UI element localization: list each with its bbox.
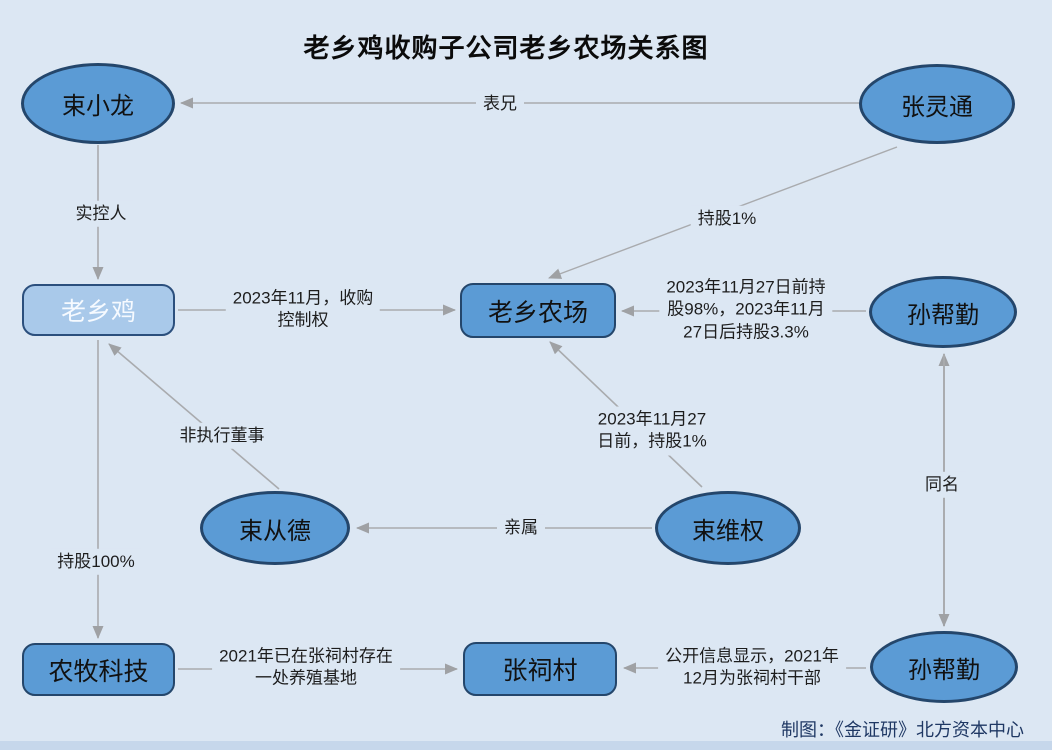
edge-label-public-info: 公开信息显示，2021年 12月为张祠村干部 (658, 643, 846, 693)
edge-label-acquire: 2023年11月，收购 控制权 (225, 285, 381, 335)
node-shu-xiaolong: 束小龙 (21, 63, 175, 144)
edge-label-qinshu: 亲属 (497, 514, 545, 542)
edge-label-sun-holding: 2023年11月27日前持 股98%，2023年11月 27日后持股3.3% (659, 274, 833, 346)
edge-label-chigu-100pct: 持股100% (50, 548, 142, 576)
node-shu-weiquan: 束维权 (655, 491, 801, 565)
node-zhangcicun: 张祠村 (463, 642, 617, 696)
node-laoxiangji: 老乡鸡 (22, 284, 175, 336)
edge-label-chigu-1pct: 持股1% (690, 205, 764, 233)
node-sun-bangqin-top: 孙帮勤 (869, 276, 1017, 348)
node-zhang-lingtong: 张灵通 (859, 64, 1015, 144)
diagram-title: 老乡鸡收购子公司老乡农场关系图 (303, 33, 709, 63)
node-shu-congde: 束从德 (200, 491, 350, 565)
bottom-band (0, 741, 1052, 750)
node-nongmu-keji: 农牧科技 (22, 643, 175, 696)
edge-label-tongming: 同名 (918, 471, 966, 499)
edge-label-fei-zhixing-dongshi: 非执行董事 (172, 422, 272, 450)
edge-label-breeding-base: 2021年已在张祠村存在 一处养殖基地 (212, 643, 400, 693)
node-sun-bangqin-bottom: 孙帮勤 (870, 631, 1018, 703)
edge-fei-zhixing-dongshi-line (108, 343, 280, 490)
edge-label-weiquan-holding: 2023年11月27 日前，持股1% (590, 406, 714, 456)
edge-label-shikongren: 实控人 (68, 200, 134, 228)
node-laoxiang-farm: 老乡农场 (460, 283, 616, 338)
edge-label-biaoxiong: 表兄 (476, 90, 524, 118)
credit-text: 制图：《金证研》北方资本中心 (781, 720, 1024, 740)
